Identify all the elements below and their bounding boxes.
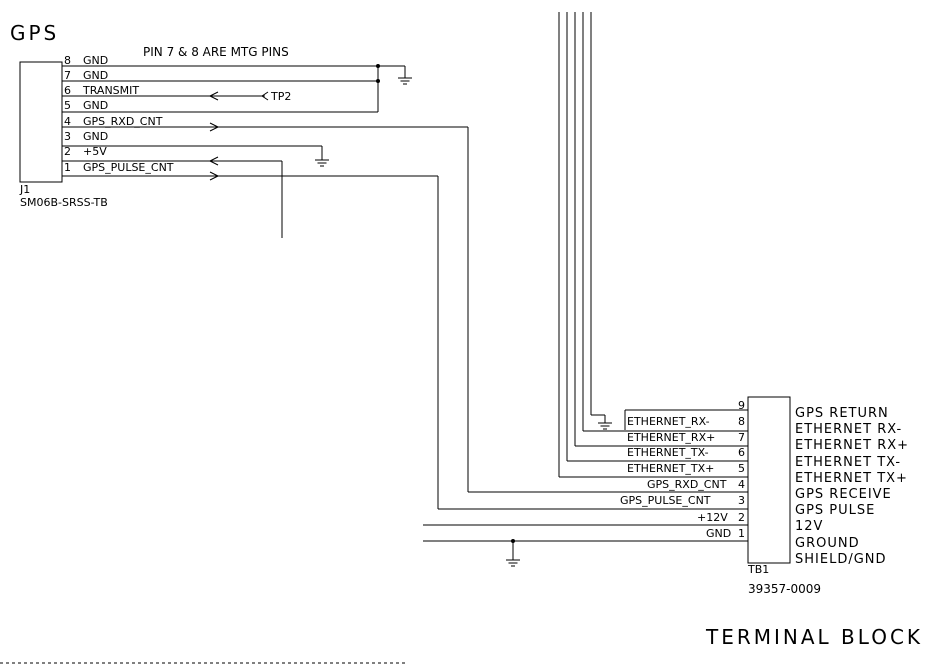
j1-connector-body [19,61,63,183]
ground-symbol [398,77,412,85]
svg-text:ETHERNET_RX-: ETHERNET_RX- [627,415,710,428]
j1-pin-row-8: 8 GND [62,54,378,67]
tb1-part-number: 39357-0009 [748,582,821,596]
svg-text:ETHERNET TX-: ETHERNET TX- [795,455,901,470]
svg-text:3: 3 [64,130,71,143]
ground-symbol [315,159,329,167]
svg-text:ETHERNET_TX+: ETHERNET_TX+ [627,462,714,475]
svg-text:ETHERNET_RX+: ETHERNET_RX+ [627,431,715,444]
terminal-block-title: TERMINAL BLOCK [705,625,923,649]
svg-text:4: 4 [64,115,71,128]
gps-title: GPS [10,21,59,45]
ground-symbol [598,422,612,430]
tb1-body [747,396,791,564]
svg-text:1: 1 [738,527,745,540]
j1-part-number: SM06B-SRSS-TB [20,196,108,209]
svg-text:+5V: +5V [83,145,107,158]
tb1-pin-7: ETHERNET_RX+ 7 [575,431,748,447]
j1-pin-row-3: 3 GND [64,130,108,143]
svg-text:GND: GND [83,54,108,67]
svg-text:GND: GND [83,99,108,112]
tb1-pin-3: GPS_PULSE_CNT 3 [438,494,748,510]
svg-text:6: 6 [64,84,71,97]
svg-text:GND: GND [83,130,108,143]
svg-text:GPS_RXD_CNT: GPS_RXD_CNT [647,478,727,491]
svg-text:GPS PULSE: GPS PULSE [795,503,875,518]
svg-text:12V: 12V [795,519,823,534]
mtg-pins-note: PIN 7 & 8 ARE MTG PINS [143,45,289,59]
pin1-arrow-out [209,171,219,181]
j1-pin-row-6: 6 TRANSMIT [62,84,265,97]
svg-text:GPS_PULSE_CNT: GPS_PULSE_CNT [83,161,174,174]
pin2-arrow-in [209,156,219,166]
svg-text:9: 9 [738,399,745,412]
svg-text:GPS_RXD_CNT: GPS_RXD_CNT [83,115,163,128]
svg-text:GPS RECEIVE: GPS RECEIVE [795,487,892,502]
svg-text:GPS_PULSE_CNT: GPS_PULSE_CNT [620,494,711,507]
svg-text:SHIELD/GND: SHIELD/GND [795,552,887,567]
ground-symbol [506,559,520,567]
svg-text:2: 2 [64,145,71,158]
tb1-pin-4: GPS_RXD_CNT 4 [468,478,748,493]
svg-text:5: 5 [738,462,745,475]
svg-text:GND: GND [83,69,108,82]
svg-text:GROUND: GROUND [795,536,860,551]
svg-text:7: 7 [738,431,745,444]
svg-text:ETHERNET RX-: ETHERNET RX- [795,422,902,437]
svg-text:+12V: +12V [697,511,728,524]
tb1-ref: TB1 [747,563,769,576]
svg-text:8: 8 [64,54,71,67]
j1-pin-row-1: 1 GPS_PULSE_CNT [62,161,438,177]
svg-text:TRANSMIT: TRANSMIT [82,84,139,97]
tp2-label: TP2 [270,90,291,103]
svg-text:2: 2 [738,511,745,524]
svg-text:8: 8 [738,415,745,428]
svg-text:6: 6 [738,446,745,459]
tb1-pin-1: GND 1 [423,527,748,560]
svg-text:GND: GND [706,527,731,540]
ethernet-cable-wires [566,12,592,461]
svg-text:ETHERNET TX+: ETHERNET TX+ [795,471,908,486]
tb1-pin-8: ETHERNET_RX- 8 [583,415,748,432]
tp2-arrow [209,91,269,101]
gnd-bus [376,64,406,112]
svg-text:GPS RETURN: GPS RETURN [795,406,889,421]
pin4-arrow-out [209,122,219,132]
svg-text:5: 5 [64,99,71,112]
j1-pin-row-7: 7 GND [62,69,378,82]
svg-text:3: 3 [738,494,745,507]
j1-ref: J1 [19,183,30,196]
svg-text:7: 7 [64,69,71,82]
svg-text:ETHERNET_TX-: ETHERNET_TX- [627,446,709,459]
tb1-pin-2: +12V 2 [423,511,748,526]
j1-pin-row-2: 2 +5V [62,145,322,158]
tb1-descriptions: GPS RETURN ETHERNET RX- ETHERNET RX+ ETH… [795,406,909,567]
tb1-pin-5: ETHERNET_TX+ 5 [558,12,748,478]
svg-text:4: 4 [738,478,745,491]
j1-pin-row-5: 5 GND [62,99,378,113]
tb1-pin-6: ETHERNET_TX- 6 [567,446,748,462]
j1-pin-row-4: 4 GPS_RXD_CNT [62,115,468,128]
svg-text:1: 1 [64,161,71,174]
svg-text:ETHERNET RX+: ETHERNET RX+ [795,438,909,453]
tb1-pin-9: 9 [591,399,748,430]
